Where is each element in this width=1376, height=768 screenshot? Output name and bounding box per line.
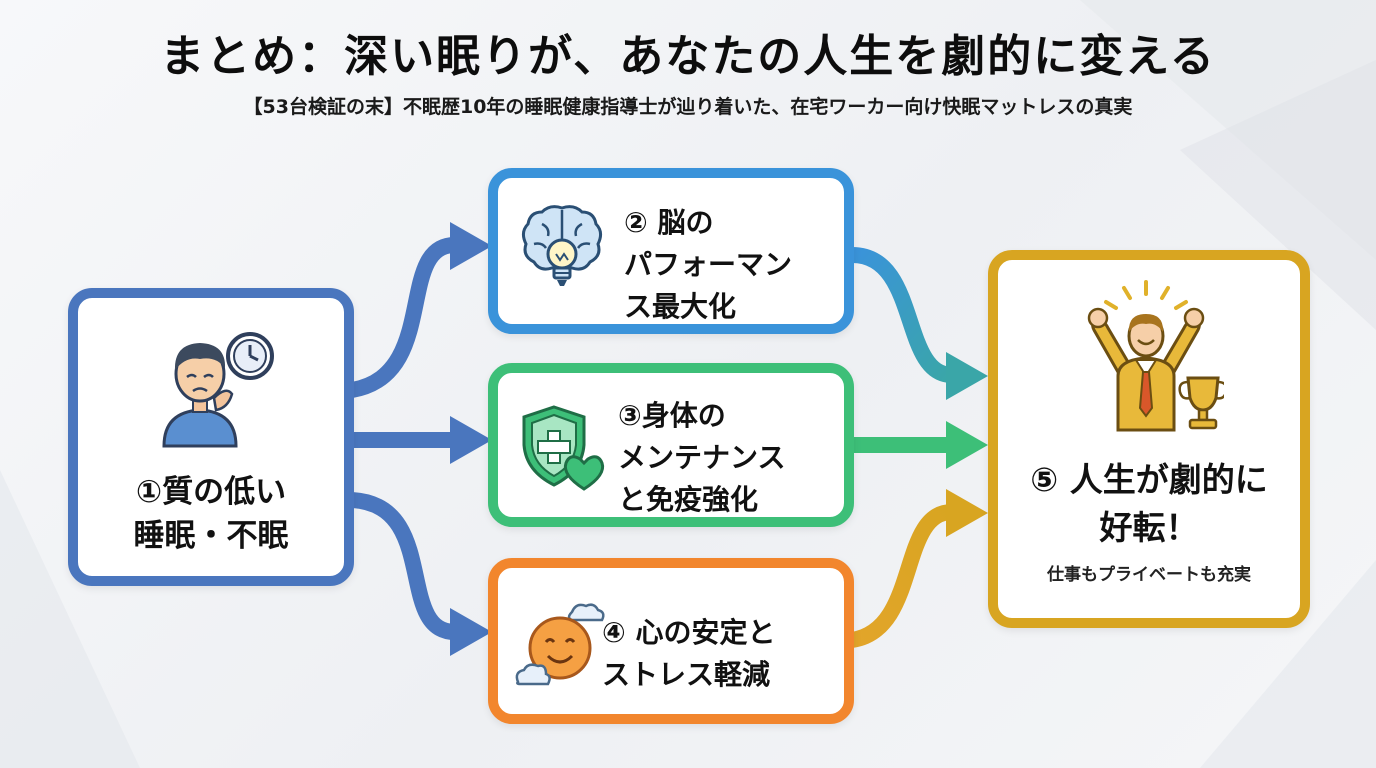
brain-lightbulb-icon xyxy=(521,205,603,286)
arrowhead-result-top xyxy=(946,352,988,400)
node-life-improves-label: ⑤ 人生が劇的に 好転！ xyxy=(1030,460,1268,547)
tired-person-with-clock-icon xyxy=(162,332,274,448)
arrow-mind-to-result xyxy=(844,504,960,648)
arrowhead-mind xyxy=(450,608,492,656)
arrowhead-body xyxy=(450,416,492,464)
page-subtitle: 【53台検証の末】不眠歴10年の睡眠健康指導士が辿り着いた、在宅ワーカー向け快眠… xyxy=(243,96,1133,118)
node-mind-stability-label: ④ 心の安定と ストレス軽減 xyxy=(602,616,776,691)
node-life-improves-note: 仕事もプライベートも充実 xyxy=(1047,565,1251,585)
node-mind-stability: ④ 心の安定と ストレス軽減 xyxy=(488,558,854,724)
arrowhead-result-middle xyxy=(946,421,988,469)
node-life-improves: ⑤ 人生が劇的に 好転！ 仕事もプライベートも充実 xyxy=(988,250,1310,628)
arrow-start-to-mind xyxy=(344,492,463,640)
arrow-brain-to-result xyxy=(844,247,960,383)
page-title: まとめ：深い眠りが、あなたの人生を劇的に変える xyxy=(160,31,1216,82)
node-poor-sleep: ①質の低い 睡眠・不眠 xyxy=(68,288,354,586)
smiling-sun-cloud-icon xyxy=(515,603,605,686)
arrowhead-brain xyxy=(450,222,492,270)
node-brain-performance-label: ② 脳の パフォーマン ス最大化 xyxy=(624,206,793,323)
node-body-maintenance: ③身体の メンテナンス と免疫強化 xyxy=(488,363,854,527)
celebrating-person-trophy-icon xyxy=(1087,280,1224,432)
node-brain-performance: ② 脳の パフォーマン ス最大化 xyxy=(488,168,854,334)
shield-heart-icon xyxy=(522,405,605,491)
arrowhead-result-bottom xyxy=(946,489,988,537)
node-poor-sleep-label: ①質の低い 睡眠・不眠 xyxy=(133,474,289,554)
arrow-start-to-brain xyxy=(344,237,463,398)
node-body-maintenance-label: ③身体の メンテナンス と免疫強化 xyxy=(618,399,786,516)
